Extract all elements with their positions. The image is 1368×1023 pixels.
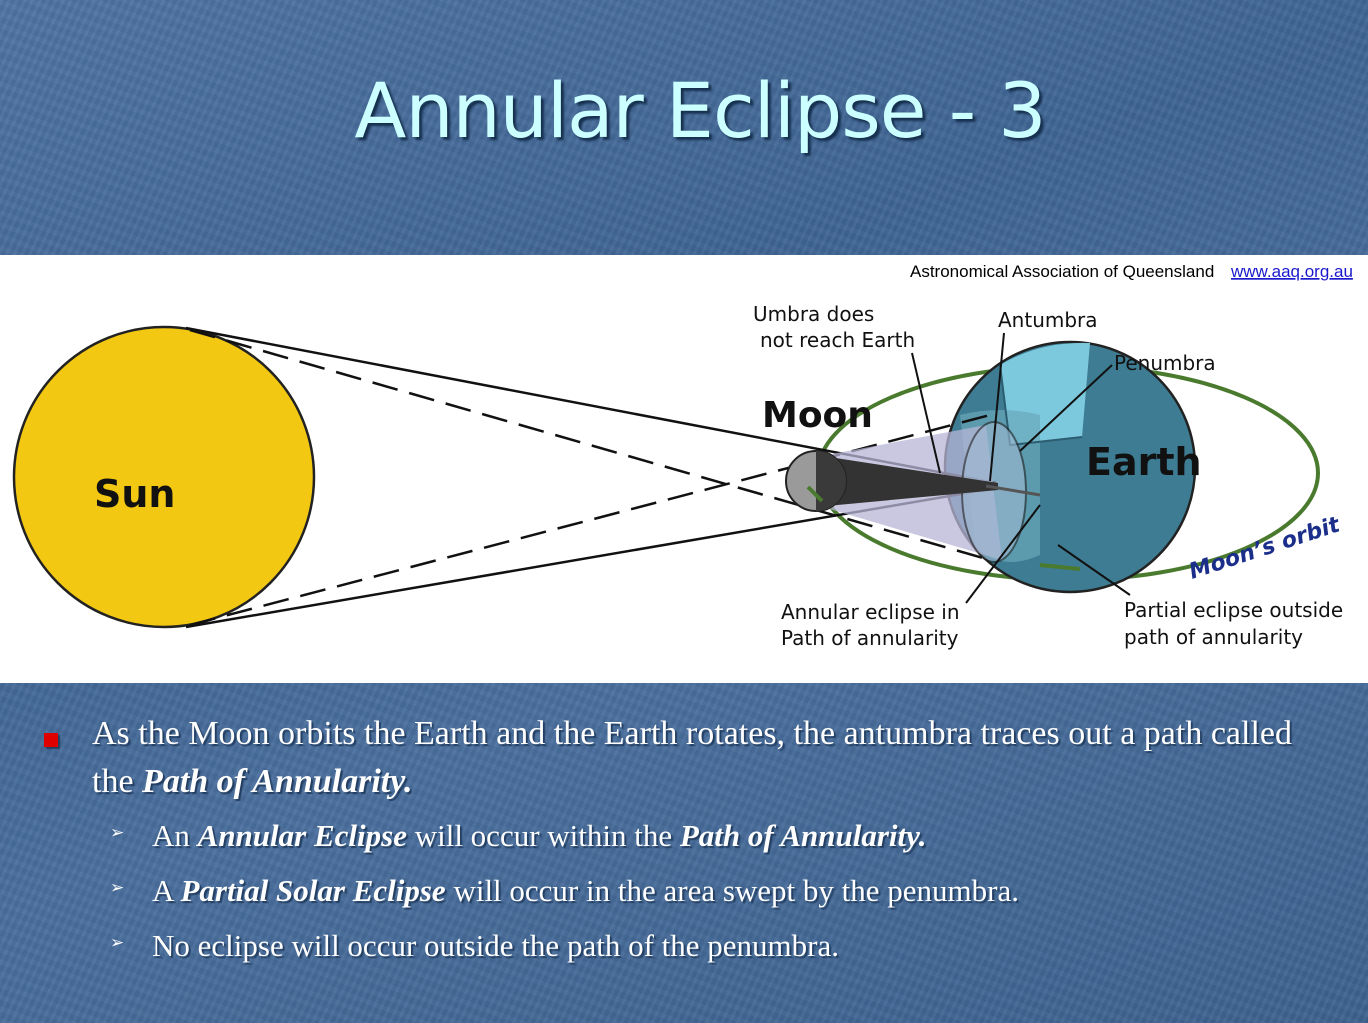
bullet-main: As the Moon orbits the Earth and the Ear… bbox=[92, 710, 1332, 806]
bullet-main-emphasis: Path of Annularity. bbox=[142, 763, 413, 800]
moon-orbit-mark bbox=[806, 485, 824, 503]
annular-pointer bbox=[965, 504, 1041, 604]
credit-url[interactable]: www.aaq.org.au bbox=[1230, 262, 1353, 281]
annular-label-line2: Path of annularity bbox=[781, 626, 959, 650]
sub1-text-a: An bbox=[152, 818, 198, 853]
sub1-emphasis-b: Path of Annularity. bbox=[679, 818, 927, 853]
antumbra-extension bbox=[985, 484, 1041, 497]
umbra-label-line1: Umbra does bbox=[753, 302, 874, 326]
bullet-main-text: As the Moon orbits the Earth and the Ear… bbox=[92, 715, 1292, 800]
annular-label-line1: Annular eclipse in bbox=[781, 600, 960, 624]
arrow-bullet-icon: ➢ bbox=[110, 823, 125, 843]
sub2-text-a: A bbox=[152, 873, 181, 908]
penumbra-ray-upper bbox=[189, 328, 991, 562]
sub2-text-b: will occur in the area swept by the penu… bbox=[445, 873, 1019, 908]
penumbra-label: Penumbra bbox=[1114, 351, 1216, 375]
slide-title: Annular Eclipse - 3 bbox=[354, 66, 1046, 155]
umbra-cone bbox=[816, 455, 998, 507]
bullet-sub-2: A Partial Solar Eclipse will occur in th… bbox=[152, 871, 1332, 911]
penumbra-pointer bbox=[1019, 364, 1113, 452]
partial-label-line1: Partial eclipse outside bbox=[1124, 598, 1343, 622]
orbit-label: Moon’s orbit bbox=[1186, 512, 1344, 585]
sub3-text: No eclipse will occur outside the path o… bbox=[152, 928, 839, 963]
bullet-square-icon bbox=[44, 733, 58, 747]
bullet-sub-3: No eclipse will occur outside the path o… bbox=[152, 926, 1332, 966]
antumbra-pointer bbox=[989, 332, 1005, 482]
credit-org: Astronomical Association of Queensland bbox=[910, 262, 1214, 281]
arrow-bullet-icon: ➢ bbox=[110, 878, 125, 898]
sub1-emphasis-a: Annular Eclipse bbox=[197, 818, 407, 853]
sub2-emphasis: Partial Solar Eclipse bbox=[180, 873, 446, 908]
sun-label: Sun bbox=[94, 472, 175, 516]
sun-disc bbox=[12, 325, 316, 629]
moon-dark-side bbox=[816, 451, 846, 511]
umbra-label-line2: not reach Earth bbox=[760, 328, 915, 352]
eclipse-diagram-svg: Astronomical Association of Queensland w… bbox=[12, 262, 1353, 650]
antumbra-label: Antumbra bbox=[998, 308, 1098, 332]
eclipse-diagram: Astronomical Association of Queensland w… bbox=[0, 255, 1368, 683]
earth-label: Earth bbox=[1086, 440, 1202, 484]
moon-label: Moon bbox=[762, 395, 873, 436]
arrow-bullet-icon: ➢ bbox=[110, 933, 125, 953]
partial-pointer bbox=[1057, 544, 1131, 596]
sub1-text-b: will occur within the bbox=[406, 818, 680, 853]
partial-label-line2: path of annularity bbox=[1124, 625, 1303, 649]
bullet-sub-1: An Annular Eclipse will occur within the… bbox=[152, 816, 1332, 856]
umbra-pointer bbox=[911, 352, 941, 474]
orbit-arrow bbox=[1039, 563, 1081, 571]
